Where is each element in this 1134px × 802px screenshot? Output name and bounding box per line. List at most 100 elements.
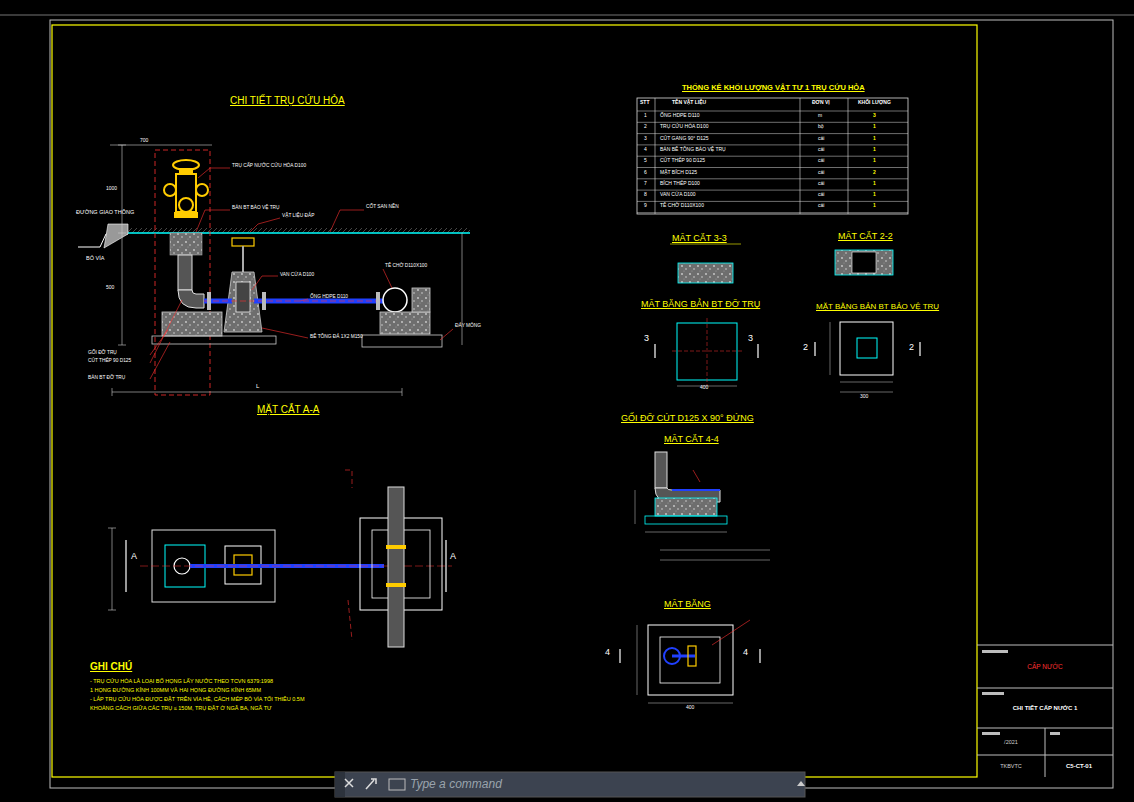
drawing-title: CHI TIẾT TRỤ CỨU HỎA: [230, 95, 345, 106]
table-cell: m: [818, 113, 822, 119]
table-cell: 9: [644, 203, 647, 209]
table-cell: 2: [873, 170, 876, 176]
table-header: TÊN VẬT LIỆU: [672, 100, 706, 106]
leader-lines-part: [150, 342, 170, 379]
section-mark: A: [131, 552, 137, 562]
section-a-a-plan-part: [140, 566, 452, 567]
section-details-part: [919, 342, 920, 356]
callout: TRỤ CẤP NƯỚC CỨU HỎA D100: [232, 163, 306, 168]
section-details-part: [670, 244, 741, 245]
table-cell: cái: [818, 203, 824, 209]
leader-lines-part: [262, 328, 308, 338]
node-text: CHI TIẾT CẤP NƯỚC 1: [1013, 705, 1078, 712]
leader-lines-part: [300, 299, 308, 301]
hydrant-elevation-part: [118, 233, 126, 234]
callout: BÊ TÔNG ĐÁ 1X2 M150: [310, 334, 363, 339]
view-heading: MẶT CẮT 2-2: [838, 232, 893, 242]
hydrant-elevation-part: [204, 301, 384, 302]
table-cell: TÊ CHỜ D110X100: [660, 203, 704, 209]
hydrant-elevation-part: [152, 336, 276, 344]
hydrant-elevation-part: [462, 233, 463, 345]
support-plan-part: [672, 655, 695, 658]
title-block-cell: TKBVTC: [979, 757, 1043, 776]
node-text: C5-CT-01: [1066, 763, 1092, 770]
section-details-part: [814, 342, 815, 356]
elbow-support-part: [645, 516, 727, 524]
hydrant-elevation-part: [376, 292, 380, 310]
table-cell: cái: [818, 170, 824, 176]
title-block-cell: /2021: [979, 730, 1043, 754]
node-text: Type a command: [410, 778, 502, 791]
support-plan-part: [619, 649, 620, 663]
table-cell: CÚT GANG 90° D125: [660, 136, 709, 142]
table-cell: cái: [818, 192, 824, 198]
hydrant-elevation-part: [402, 388, 403, 396]
view-heading: MẶT BẰNG BẢN BT BẢO VỆ TRỤ: [816, 303, 939, 312]
callout: TÊ CHỜ D110X100: [385, 263, 427, 268]
hydrant-elevation-part: [112, 388, 113, 396]
hydrant-elevation-part: [118, 345, 126, 346]
hydrant-elevation-part: [155, 150, 210, 395]
hydrant-elevation-part: [112, 392, 402, 393]
table-cell: 8: [644, 192, 647, 198]
hydrant-elevation-part: [262, 292, 266, 310]
table-cell: 5: [644, 158, 647, 164]
table-cell: cái: [818, 181, 824, 187]
section-details: [655, 244, 920, 392]
support-plan-part: [648, 703, 733, 704]
table-cell: 6: [644, 170, 647, 176]
hydrant-head-part: [176, 174, 196, 212]
elbow-support-part: [645, 532, 727, 533]
command-bar-part: [366, 779, 376, 789]
section-details-part: [654, 344, 655, 358]
material-table-part-part: [637, 201, 908, 202]
support-plan: [620, 620, 760, 703]
hydrant-elevation: [78, 145, 470, 396]
section-details-part: [857, 338, 877, 358]
callout: ĐÁY MÓNG: [455, 323, 481, 328]
leader-lines-part: [250, 218, 280, 232]
sheet-frame-part: [1045, 728, 1046, 777]
table-cell: BÍCH THÉP D100: [660, 181, 700, 187]
table-cell: cái: [818, 158, 824, 164]
table-header: ĐƠN VỊ: [812, 100, 830, 106]
table-cell: CÚT THÉP 90 D125: [660, 158, 705, 164]
command-bar-part: [389, 779, 405, 790]
note-heading: GHI CHÚ: [90, 661, 132, 672]
hydrant-head: [164, 160, 208, 218]
leader-lines-part: [196, 210, 230, 232]
hydrant-elevation-part: [380, 312, 430, 334]
material-table-part-part: [637, 111, 908, 112]
hydrant-elevation-part: [232, 238, 254, 246]
hydrant-elevation-part: [207, 292, 211, 310]
hydrant-elevation-part: [122, 145, 123, 345]
hydrant-elevation-part: [242, 246, 244, 272]
sheet-frame-part: [50, 20, 1113, 788]
table-cell: VAN CỬA D100: [660, 192, 696, 198]
sheet-frame-part: [982, 650, 1008, 653]
section-a-a-plan-part: [386, 583, 406, 587]
view-heading: MẶT CẮT 4-4: [664, 435, 719, 445]
elbow-support-part: [655, 498, 717, 516]
hydrant-head-part: [174, 212, 198, 218]
hydrant-elevation-part: [254, 299, 384, 304]
section-a-a-plan-part: [108, 610, 116, 611]
sheet-frame-part: [977, 688, 1113, 689]
elbow-support-part: [672, 489, 720, 491]
section-mark: 3: [748, 334, 753, 344]
sheet-frame-part: [982, 732, 1000, 735]
section-details-part: [835, 250, 893, 275]
section-a-a-plan-part: [388, 487, 404, 647]
section-details-part: [757, 344, 758, 358]
road-label: ĐƯỜNG GIAO THÔNG: [76, 209, 134, 215]
section-a-a-plan-part: [125, 540, 126, 592]
hydrant-elevation-part: [412, 288, 430, 312]
section-a-a-plan-part: [345, 470, 352, 488]
hydrant-head-part: [173, 160, 199, 170]
table-cell: TRỤ CỨU HỎA D100: [660, 124, 708, 130]
support-plan-part: [660, 637, 720, 683]
table-cell: 1: [873, 181, 876, 187]
view-heading: MẶT CẮT A-A: [257, 404, 319, 415]
command-bar-part: [335, 772, 805, 797]
